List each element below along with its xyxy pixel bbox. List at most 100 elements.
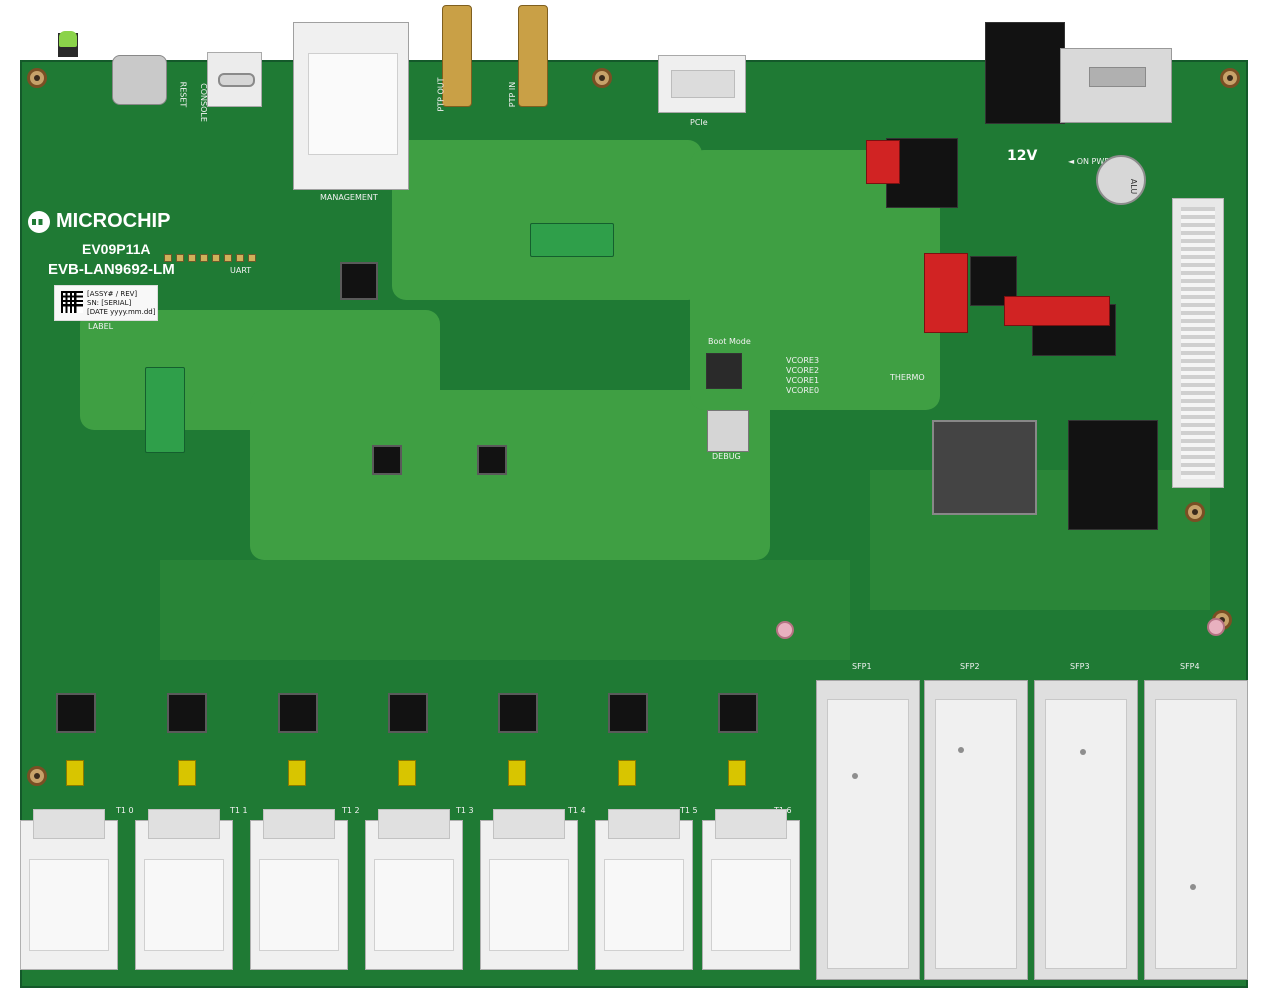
sfp-cage-4[interactable] [1144, 680, 1248, 980]
reset-button[interactable] [112, 55, 167, 105]
console-silk: CONSOLE [198, 83, 208, 122]
inductor-6 [728, 760, 746, 786]
pcie-silk: PCIe [690, 118, 708, 127]
brand-name: MICROCHIP [56, 210, 171, 232]
t1-label-2: T1 2 [342, 806, 360, 815]
console-usb-connector[interactable] [207, 52, 262, 107]
mount-hole [27, 766, 47, 786]
mount-hole [1185, 502, 1205, 522]
uart-header[interactable] [164, 254, 256, 262]
t1-port-1[interactable] [135, 809, 233, 970]
alu-silk: ALU [1129, 178, 1139, 195]
vcore2-silk: VCORE2 [786, 366, 820, 375]
sfp-cage-2[interactable] [924, 680, 1028, 980]
pcie-connector[interactable] [658, 55, 746, 113]
inductor-2 [288, 760, 306, 786]
t1-port-0[interactable] [20, 809, 118, 970]
inductor-4 [508, 760, 526, 786]
sfp-label-4: SFP4 [1180, 662, 1200, 671]
module-top [530, 223, 614, 257]
inductor-0 [66, 760, 84, 786]
board-name: EVB-LAN9692-LM [48, 261, 175, 278]
phy-chip-4 [498, 693, 538, 733]
management-rj45[interactable] [293, 22, 409, 190]
sfp-label-3: SFP3 [1070, 662, 1090, 671]
pin [164, 254, 172, 262]
phy-chip-1 [167, 693, 207, 733]
power-jack[interactable] [985, 22, 1065, 124]
serial-label: [ASSY# / REV] SN: [SERIAL] [DATE yyyy.mm… [54, 285, 158, 321]
bus-traces-bottom [160, 560, 850, 660]
t1-label-3: T1 3 [456, 806, 474, 815]
mac-ic [372, 445, 402, 475]
electrolytic-capacitor [1096, 155, 1146, 205]
test-point [776, 621, 794, 639]
sfp-dot [852, 773, 858, 779]
mount-hole [27, 68, 47, 88]
t1-label-5: T1 5 [680, 806, 698, 815]
t1-port-2[interactable] [250, 809, 348, 970]
status-led-icon [59, 31, 77, 47]
management-silk: MANAGEMENT [320, 193, 378, 202]
phy-chip-6 [718, 693, 758, 733]
jumper-red-1 [866, 140, 900, 184]
test-point [1207, 618, 1225, 636]
label-line-0: [ASSY# / REV] [87, 290, 138, 298]
copper-pour-top-center [392, 140, 702, 300]
jumper-red-3 [1004, 296, 1110, 326]
t1-port-3[interactable] [365, 809, 463, 970]
t1-label-1: T1 1 [230, 806, 248, 815]
edge-connector[interactable] [1172, 198, 1224, 488]
bus-traces-right [870, 470, 1210, 610]
jumper-red-2 [924, 253, 968, 333]
phy-chip-0 [56, 693, 96, 733]
thermo-silk: THERMO [890, 373, 925, 382]
pin [224, 254, 232, 262]
pin [176, 254, 184, 262]
label-line-1: SN: [SERIAL] [87, 299, 132, 307]
pin [212, 254, 220, 262]
inductor-3 [398, 760, 416, 786]
ptp-out-silk: PTP OUT [436, 77, 446, 112]
uart-silk: UART [230, 266, 252, 275]
t1-label-4: T1 4 [568, 806, 586, 815]
ptp-in-silk: PTP IN [508, 81, 518, 108]
sfp-dot [958, 747, 964, 753]
brand-logo: MICROCHIP [28, 210, 170, 233]
sfp-label-1: SFP1 [852, 662, 872, 671]
switch-chip [932, 420, 1037, 515]
power-switch[interactable] [1060, 48, 1172, 123]
sfp-cage-3[interactable] [1034, 680, 1138, 980]
copper-pour-mid-center [250, 390, 770, 560]
mount-hole [592, 68, 612, 88]
qr-code-icon [61, 291, 83, 313]
ptp-out-connector[interactable] [442, 5, 472, 107]
phy-chip-2 [278, 693, 318, 733]
label-caption: LABEL [88, 322, 114, 331]
module-left [145, 367, 185, 453]
pin [188, 254, 196, 262]
t1-port-4[interactable] [480, 809, 578, 970]
phy-ic [340, 262, 378, 300]
debug-silk: DEBUG [712, 452, 741, 461]
debug-connector[interactable] [707, 410, 749, 452]
pin [200, 254, 208, 262]
reset-silk: RESET [178, 81, 188, 108]
flash-chip [1068, 420, 1158, 530]
vcore1-silk: VCORE1 [786, 376, 820, 385]
sfp-label-2: SFP2 [960, 662, 980, 671]
v12-silk: 12V [1007, 148, 1038, 164]
t1-port-5[interactable] [595, 809, 693, 970]
sfp-dot [1080, 749, 1086, 755]
vcore3-silk: VCORE3 [786, 356, 820, 365]
sfp-dot [1190, 884, 1196, 890]
ptp-in-connector[interactable] [518, 5, 548, 107]
boot-dip-switch[interactable] [706, 353, 742, 389]
phy-chip-3 [388, 693, 428, 733]
microchip-logo-icon [28, 210, 50, 233]
pin [248, 254, 256, 262]
sfp-cage-1[interactable] [816, 680, 920, 980]
clock-ic [477, 445, 507, 475]
inductor-1 [178, 760, 196, 786]
t1-port-6[interactable] [702, 809, 800, 970]
